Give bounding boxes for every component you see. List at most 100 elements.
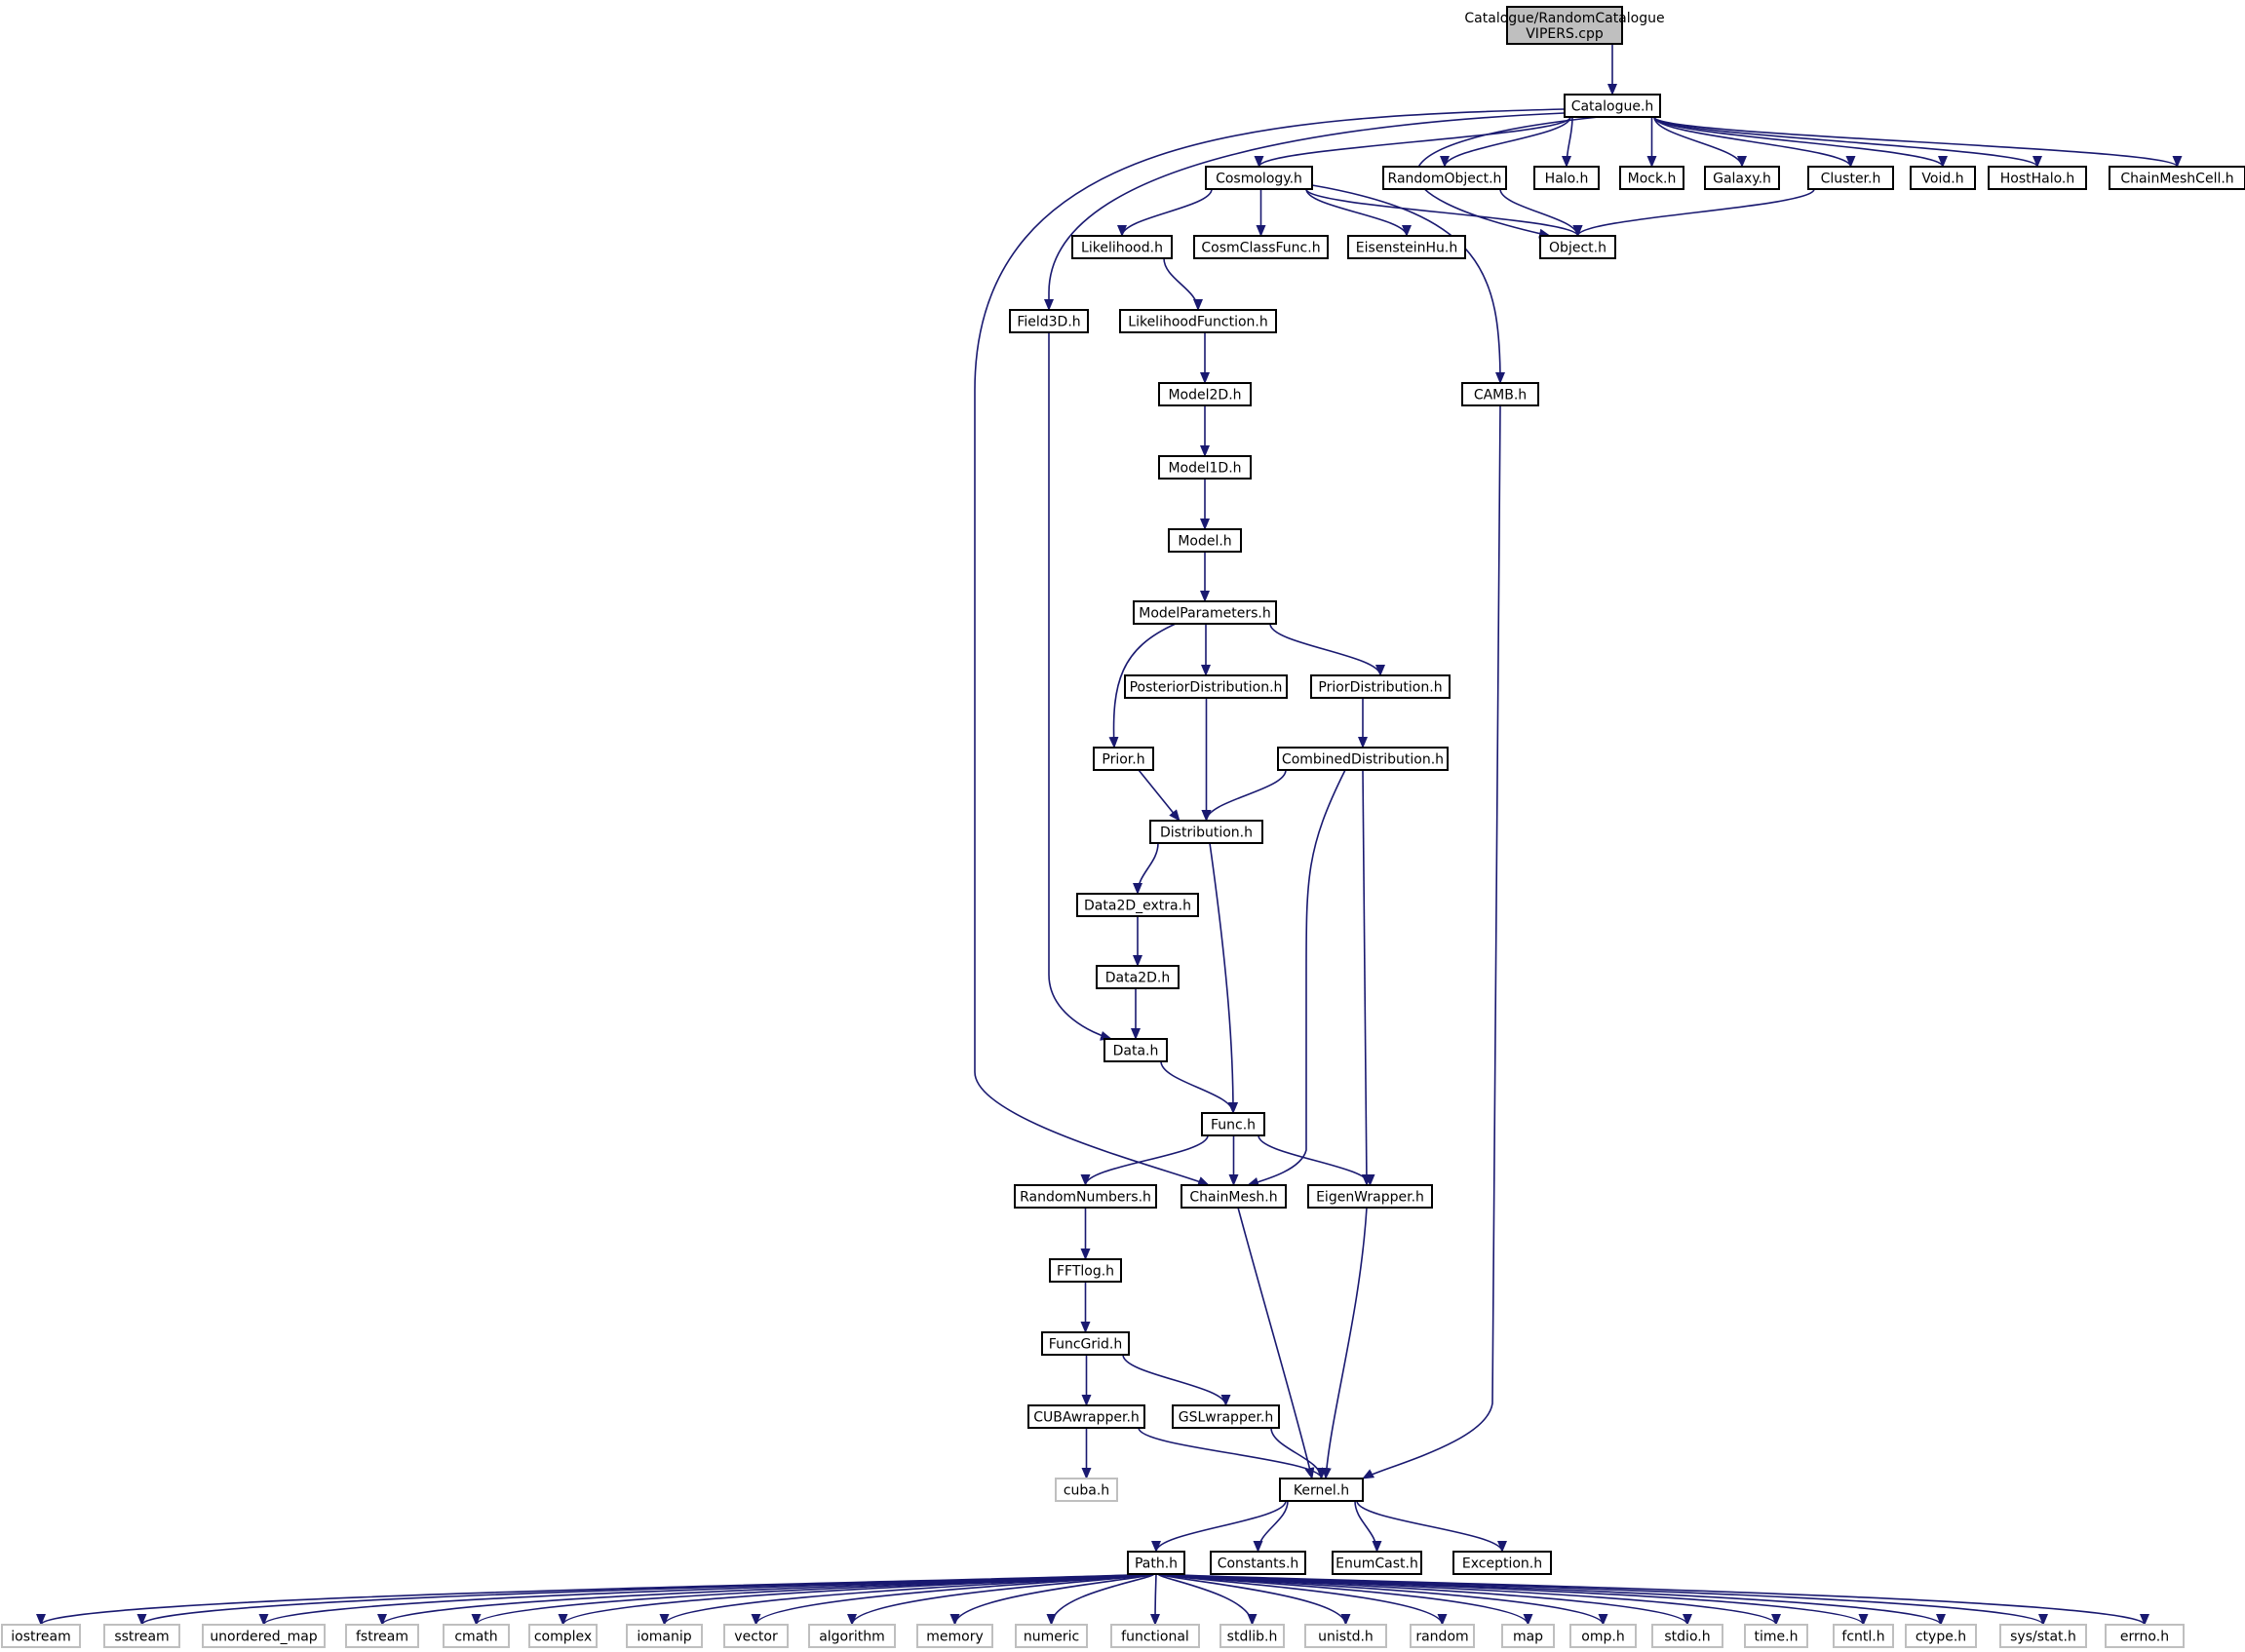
node-model2d[interactable]: Model2D.h <box>1158 382 1252 406</box>
node-box-chainmeshcell[interactable] <box>2109 166 2245 190</box>
node-box-exception[interactable] <box>1452 1551 1552 1575</box>
node-catalogue[interactable]: Catalogue.h <box>1564 94 1661 118</box>
node-cosmclassfunc[interactable]: CosmClassFunc.h <box>1193 235 1329 259</box>
node-label-fcntl: fcntl.h <box>1841 1630 1884 1645</box>
node-box-distribution[interactable] <box>1149 820 1263 844</box>
node-box-eisensteinhu[interactable] <box>1347 235 1466 259</box>
node-sstream: sstream <box>103 1624 180 1648</box>
node-chainmeshcell[interactable]: ChainMeshCell.h <box>2109 166 2245 190</box>
node-box-hosthalo[interactable] <box>1988 166 2087 190</box>
node-box-chainmesh[interactable] <box>1181 1184 1287 1209</box>
node-box-data2dextra[interactable] <box>1076 893 1199 917</box>
node-box-likelihood[interactable] <box>1071 235 1173 259</box>
node-box-model1d[interactable] <box>1158 455 1252 480</box>
node-box-camb[interactable] <box>1461 382 1539 406</box>
node-data[interactable]: Data.h <box>1103 1038 1168 1062</box>
node-box-halo[interactable] <box>1533 166 1600 190</box>
node-box-void[interactable] <box>1910 166 1976 190</box>
node-kernel[interactable]: Kernel.h <box>1279 1478 1364 1502</box>
node-cluster[interactable]: Cluster.h <box>1807 166 1894 190</box>
node-box-posteriordistribution[interactable] <box>1124 674 1288 699</box>
node-randomnumbers[interactable]: RandomNumbers.h <box>1014 1184 1157 1209</box>
node-chainmesh[interactable]: ChainMesh.h <box>1181 1184 1287 1209</box>
node-box-modelparameters[interactable] <box>1133 600 1277 625</box>
node-box-model[interactable] <box>1168 528 1242 553</box>
node-priordistribution[interactable]: PriorDistribution.h <box>1310 674 1451 699</box>
node-prior[interactable]: Prior.h <box>1093 747 1154 771</box>
node-exception[interactable]: Exception.h <box>1452 1551 1552 1575</box>
node-model[interactable]: Model.h <box>1168 528 1242 553</box>
node-likelihood[interactable]: Likelihood.h <box>1071 235 1173 259</box>
node-eigenwrapper[interactable]: EigenWrapper.h <box>1307 1184 1433 1209</box>
node-box-object[interactable] <box>1539 235 1616 259</box>
node-object[interactable]: Object.h <box>1539 235 1616 259</box>
node-eisensteinhu[interactable]: EisensteinHu.h <box>1347 235 1466 259</box>
node-randomobject[interactable]: RandomObject.h <box>1382 166 1507 190</box>
node-func[interactable]: Func.h <box>1201 1112 1265 1136</box>
node-cosmology[interactable]: Cosmology.h <box>1205 166 1313 190</box>
node-box-prior[interactable] <box>1093 747 1154 771</box>
node-label-cubawrapper: CUBAwrapper.h <box>1033 1410 1140 1426</box>
node-model1d[interactable]: Model1D.h <box>1158 455 1252 480</box>
node-mock[interactable]: Mock.h <box>1619 166 1684 190</box>
node-fstream: fstream <box>345 1624 419 1648</box>
node-enumcast[interactable]: EnumCast.h <box>1332 1551 1422 1575</box>
node-box-combineddistribution[interactable] <box>1277 747 1449 771</box>
node-label-kernel: Kernel.h <box>1294 1483 1349 1499</box>
node-cubawrapper[interactable]: CUBAwrapper.h <box>1027 1404 1145 1429</box>
node-camb[interactable]: CAMB.h <box>1461 382 1539 406</box>
node-box-constants[interactable] <box>1210 1551 1306 1575</box>
node-path[interactable]: Path.h <box>1127 1551 1185 1575</box>
node-galaxy[interactable]: Galaxy.h <box>1704 166 1780 190</box>
node-box-galaxy[interactable] <box>1704 166 1780 190</box>
node-box-gslwrapper[interactable] <box>1172 1404 1280 1429</box>
node-box-root[interactable] <box>1506 6 1623 45</box>
node-box-path[interactable] <box>1127 1551 1185 1575</box>
node-distribution[interactable]: Distribution.h <box>1149 820 1263 844</box>
node-box-catalogue[interactable] <box>1564 94 1661 118</box>
node-box-likelihoodfunction[interactable] <box>1119 309 1277 333</box>
node-label-object: Object.h <box>1549 241 1606 256</box>
node-halo[interactable]: Halo.h <box>1533 166 1600 190</box>
node-modelparameters[interactable]: ModelParameters.h <box>1133 600 1277 625</box>
node-data2d[interactable]: Data2D.h <box>1096 965 1180 989</box>
node-label-posteriordistribution: PosteriorDistribution.h <box>1130 680 1283 696</box>
node-box-mock[interactable] <box>1619 166 1684 190</box>
node-posteriordistribution[interactable]: PosteriorDistribution.h <box>1124 674 1288 699</box>
node-box-cubawrapper[interactable] <box>1027 1404 1145 1429</box>
edge-prior-to-distribution <box>1138 769 1181 822</box>
node-hosthalo[interactable]: HostHalo.h <box>1988 166 2087 190</box>
node-constants[interactable]: Constants.h <box>1210 1551 1306 1575</box>
node-box-fftlog[interactable] <box>1049 1258 1122 1283</box>
node-box-randomobject[interactable] <box>1382 166 1507 190</box>
node-box-cosmology[interactable] <box>1205 166 1313 190</box>
node-void[interactable]: Void.h <box>1910 166 1976 190</box>
node-gslwrapper[interactable]: GSLwrapper.h <box>1172 1404 1280 1429</box>
node-box-field3d[interactable] <box>1009 309 1089 333</box>
node-box-data2d[interactable] <box>1096 965 1180 989</box>
node-combineddistribution[interactable]: CombinedDistribution.h <box>1277 747 1449 771</box>
node-box-eigenwrapper[interactable] <box>1307 1184 1433 1209</box>
node-data2dextra[interactable]: Data2D_extra.h <box>1076 893 1199 917</box>
node-box-model2d[interactable] <box>1158 382 1252 406</box>
node-box-iostream <box>1 1624 81 1648</box>
node-box-func[interactable] <box>1201 1112 1265 1136</box>
node-box-data[interactable] <box>1103 1038 1168 1062</box>
node-box-cluster[interactable] <box>1807 166 1894 190</box>
node-box-enumcast[interactable] <box>1332 1551 1422 1575</box>
node-box-kernel[interactable] <box>1279 1478 1364 1502</box>
node-likelihoodfunction[interactable]: LikelihoodFunction.h <box>1119 309 1277 333</box>
node-fftlog[interactable]: FFTlog.h <box>1049 1258 1122 1283</box>
node-iostream: iostream <box>1 1624 81 1648</box>
node-box-priordistribution[interactable] <box>1310 674 1451 699</box>
node-field3d[interactable]: Field3D.h <box>1009 309 1089 333</box>
node-box-cosmclassfunc[interactable] <box>1193 235 1329 259</box>
node-box-randomnumbers[interactable] <box>1014 1184 1157 1209</box>
node-label-priordistribution: PriorDistribution.h <box>1318 680 1442 696</box>
edge-catalogue-to-galaxy <box>1653 116 1747 168</box>
node-label-ctype: ctype.h <box>1916 1630 1966 1645</box>
node-funcgrid[interactable]: FuncGrid.h <box>1041 1331 1130 1356</box>
node-label-halo: Halo.h <box>1545 172 1589 187</box>
node-box-funcgrid[interactable] <box>1041 1331 1130 1356</box>
